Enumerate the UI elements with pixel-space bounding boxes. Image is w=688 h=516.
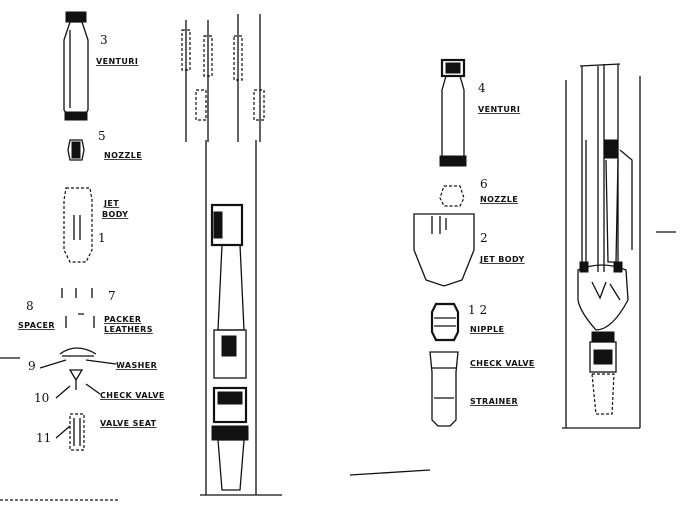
right-assembled-view — [562, 63, 641, 429]
left-jet-body-part — [63, 187, 93, 263]
left-valve-seat-label: VALVE SEAT — [100, 419, 157, 428]
right-nipple-part — [430, 302, 460, 342]
left-check-valve-part — [68, 369, 84, 390]
left-washer-label: WASHER — [116, 361, 157, 370]
left-jet-body-label-line2: BODY — [102, 210, 128, 219]
left-assembled-view — [181, 14, 282, 496]
right-exploded-parts — [413, 58, 475, 427]
left-spacer-number: 8 — [26, 299, 34, 313]
left-venturi-number: 3 — [100, 33, 108, 47]
left-leader-lines — [0, 357, 117, 439]
left-labels: 3 VENTURI 5 NOZZLE JET BODY 1 8 SPACER 7… — [18, 33, 165, 445]
right-nozzle-label: NOZZLE — [480, 195, 518, 204]
page-edge-marks — [0, 231, 676, 501]
right-nipple-number: 1 2 — [468, 303, 487, 317]
left-packer-number: 7 — [108, 289, 116, 303]
right-jet-body-number: 2 — [480, 231, 488, 245]
left-washer-part — [59, 347, 97, 357]
left-jet-body-label-line1: JET — [103, 199, 119, 208]
left-check-valve-number: 10 — [34, 391, 49, 405]
right-check-valve-label: CHECK VALVE — [470, 359, 535, 368]
right-venturi-number: 4 — [478, 81, 486, 95]
left-packer-label-line1: PACKER — [104, 315, 141, 324]
left-valve-seat-number: 11 — [36, 431, 51, 445]
right-jet-body-label: JET BODY — [479, 255, 525, 264]
right-venturi-label: VENTURI — [478, 105, 520, 114]
left-nozzle-label: NOZZLE — [104, 151, 142, 160]
left-spacer-label: SPACER — [18, 321, 55, 330]
left-venturi-part — [63, 11, 89, 121]
right-check-valve-strainer-part — [429, 351, 459, 427]
right-labels: 4 VENTURI 6 NOZZLE 2 JET BODY 1 2 NIPPLE… — [468, 81, 535, 406]
left-washer-number: 9 — [28, 359, 36, 373]
left-check-valve-label: CHECK VALVE — [100, 391, 165, 400]
left-packer-label-line2: LEATHERS — [104, 325, 153, 334]
right-nipple-label: NIPPLE — [470, 325, 504, 334]
left-spacer-part — [61, 288, 95, 328]
left-venturi-label: VENTURI — [96, 57, 138, 66]
right-strainer-label: STRAINER — [470, 397, 518, 406]
left-jet-body-number: 1 — [98, 231, 106, 245]
right-nozzle-part — [439, 185, 465, 207]
right-nozzle-number: 6 — [480, 177, 488, 191]
left-nozzle-part — [67, 139, 85, 161]
left-valve-seat-part — [69, 413, 85, 451]
right-venturi-part — [439, 58, 467, 167]
left-nozzle-number: 5 — [98, 129, 106, 143]
right-jet-body-part — [413, 213, 475, 287]
left-exploded-parts — [59, 11, 97, 451]
